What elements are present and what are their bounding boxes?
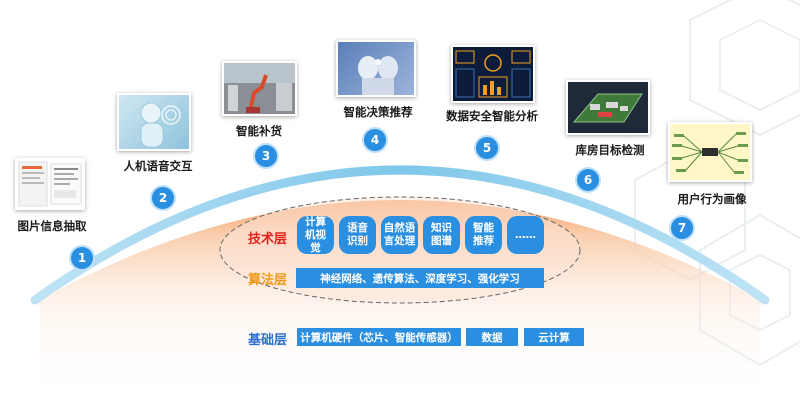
ai-robot-icon	[358, 56, 398, 95]
base-layer-label: 基础层	[248, 333, 288, 348]
base-item-hardware: 计算机硬件（芯片、智能传感器）	[297, 328, 461, 346]
algo-layer-label: 算法层	[248, 273, 288, 288]
step-4-number: 4	[364, 129, 386, 151]
tech-item-speech: 语音识别	[339, 216, 376, 254]
step-1-number: 1	[71, 247, 93, 269]
ai-robot-thumbnail	[336, 40, 416, 97]
document-scan-thumbnail	[15, 158, 85, 210]
tech-item-kg: 知识图谱	[423, 216, 460, 254]
robot-voice-icon	[140, 102, 181, 148]
step-3-number: 3	[255, 145, 277, 167]
step-4-label: 智能决策推荐	[343, 105, 413, 119]
step-5-number: 5	[476, 137, 498, 159]
step-5-label: 数据安全智能分析	[446, 109, 538, 123]
tech-item-recommend: 智能推荐	[465, 216, 502, 254]
dashboard-thumbnail	[451, 45, 535, 103]
warehouse-robot-thumbnail	[222, 61, 297, 116]
robot-voice-thumbnail	[117, 93, 191, 151]
timeline-arc	[30, 165, 770, 305]
algo-layer-content: 神经网络、遗传算法、深度学习、强化学习	[296, 268, 544, 288]
step-7-number: 7	[671, 217, 693, 239]
mindmap-icon	[672, 132, 748, 174]
tech-item-more: ……	[507, 216, 544, 254]
mindmap-thumbnail	[668, 122, 752, 182]
step-6-label: 库房目标检测	[575, 143, 645, 157]
dashboard-icon	[455, 50, 531, 98]
tech-layer-label: 技术层	[248, 232, 288, 247]
step-1-label: 图片信息抽取	[17, 219, 87, 233]
step-7-label: 用户行为画像	[677, 192, 747, 206]
step-2-label: 人机语音交互	[123, 159, 193, 173]
step-2-number: 2	[152, 187, 174, 209]
base-item-data: 数据	[466, 328, 518, 346]
document-scan-icon	[18, 161, 82, 207]
base-item-cloud: 云计算	[524, 328, 584, 346]
warehouse-3d-thumbnail	[566, 80, 650, 135]
tech-item-nlp: 自然语言处理	[381, 216, 418, 254]
warehouse-3d-icon	[572, 93, 643, 123]
step-6-number: 6	[577, 169, 599, 191]
tech-item-cv: 计算机视觉	[297, 216, 334, 254]
step-3-label: 智能补货	[236, 124, 282, 138]
warehouse-robot-icon	[224, 63, 295, 113]
